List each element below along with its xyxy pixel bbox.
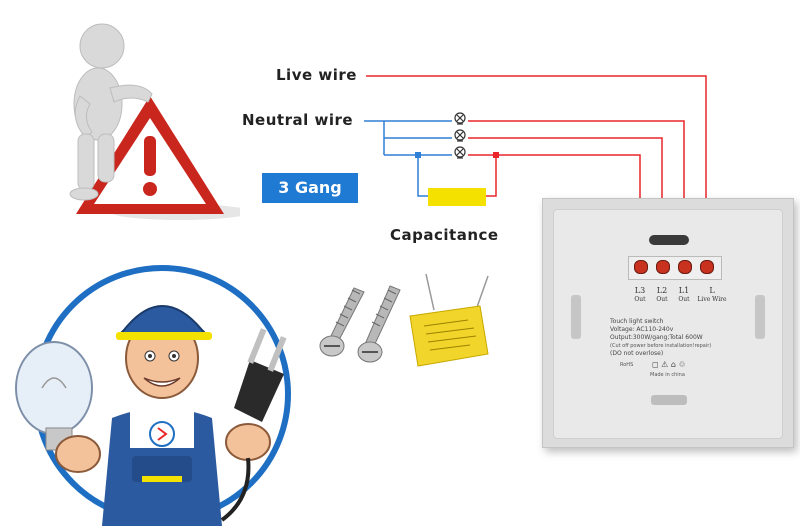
warning-figure-illustration [69, 23, 240, 220]
switch-spec-text: Touch light switch Voltage: AC110-240v O… [610, 318, 740, 358]
terminal-screw-icon [656, 260, 670, 274]
terminal-name: L1 [678, 286, 690, 295]
bottom-slot [651, 395, 687, 405]
live-wire-label: Live wire [276, 66, 357, 84]
lamp-icon [454, 146, 466, 159]
screws-and-capacitor-photo [319, 273, 489, 367]
electrician-mascot-illustration [15, 265, 291, 526]
terminal-screw-icon [634, 260, 648, 274]
terminal-name: L [709, 286, 715, 295]
mounting-slot [649, 235, 689, 245]
terminal-name: L3 [634, 286, 646, 295]
terminal-label-l3: L3 Out [628, 286, 652, 304]
capacitor-component-icon [409, 273, 489, 367]
lamp-icon [454, 129, 466, 142]
terminal-label-l1: L1 Out [672, 286, 696, 304]
terminal-label-l2: L2 Out [650, 286, 674, 304]
spec-line: Touch light switch [610, 318, 664, 325]
live-junction-dot [493, 152, 499, 158]
terminal-screw-icon [678, 260, 692, 274]
terminal-label-l: L Live Wire [694, 286, 730, 304]
side-clip [571, 295, 581, 339]
terminal-sub: Out [634, 296, 646, 303]
spec-line: (Cut off power before installation!repai… [610, 343, 712, 349]
lamp-icon [454, 112, 466, 125]
made-in-text: Made in china [650, 372, 685, 378]
terminal-sub: Live Wire [697, 296, 727, 303]
terminal-screw-icon [700, 260, 714, 274]
neutral-wire-lines [364, 120, 452, 197]
neutral-junction-dot [415, 152, 421, 158]
screw-icon [357, 285, 401, 363]
spec-line: Output:300W/gang;Total 600W [610, 334, 703, 341]
person-figure-icon [69, 23, 153, 201]
power-plug-icon [220, 328, 287, 522]
switch-back-panel [542, 198, 794, 448]
screw-icon [319, 287, 365, 357]
cert-icons: ◻ ⚠ ⌂ ♲ [652, 360, 686, 369]
capacitance-label: Capacitance [390, 226, 499, 244]
terminal-sub: Out [678, 296, 690, 303]
neutral-wire-label: Neutral wire [242, 111, 354, 129]
spec-line: Voltage: AC110-240v [610, 326, 674, 333]
terminal-sub: Out [656, 296, 668, 303]
warning-triangle-icon [76, 96, 224, 214]
terminal-name: L2 [656, 286, 668, 295]
capacitor-symbol [428, 188, 486, 206]
spec-line: (DO not overlose) [610, 350, 664, 357]
rohs-mark: RoHS [620, 362, 634, 368]
side-clip [755, 295, 765, 339]
gang-badge: 3 Gang [262, 173, 358, 203]
light-bulb-icon [15, 341, 93, 451]
